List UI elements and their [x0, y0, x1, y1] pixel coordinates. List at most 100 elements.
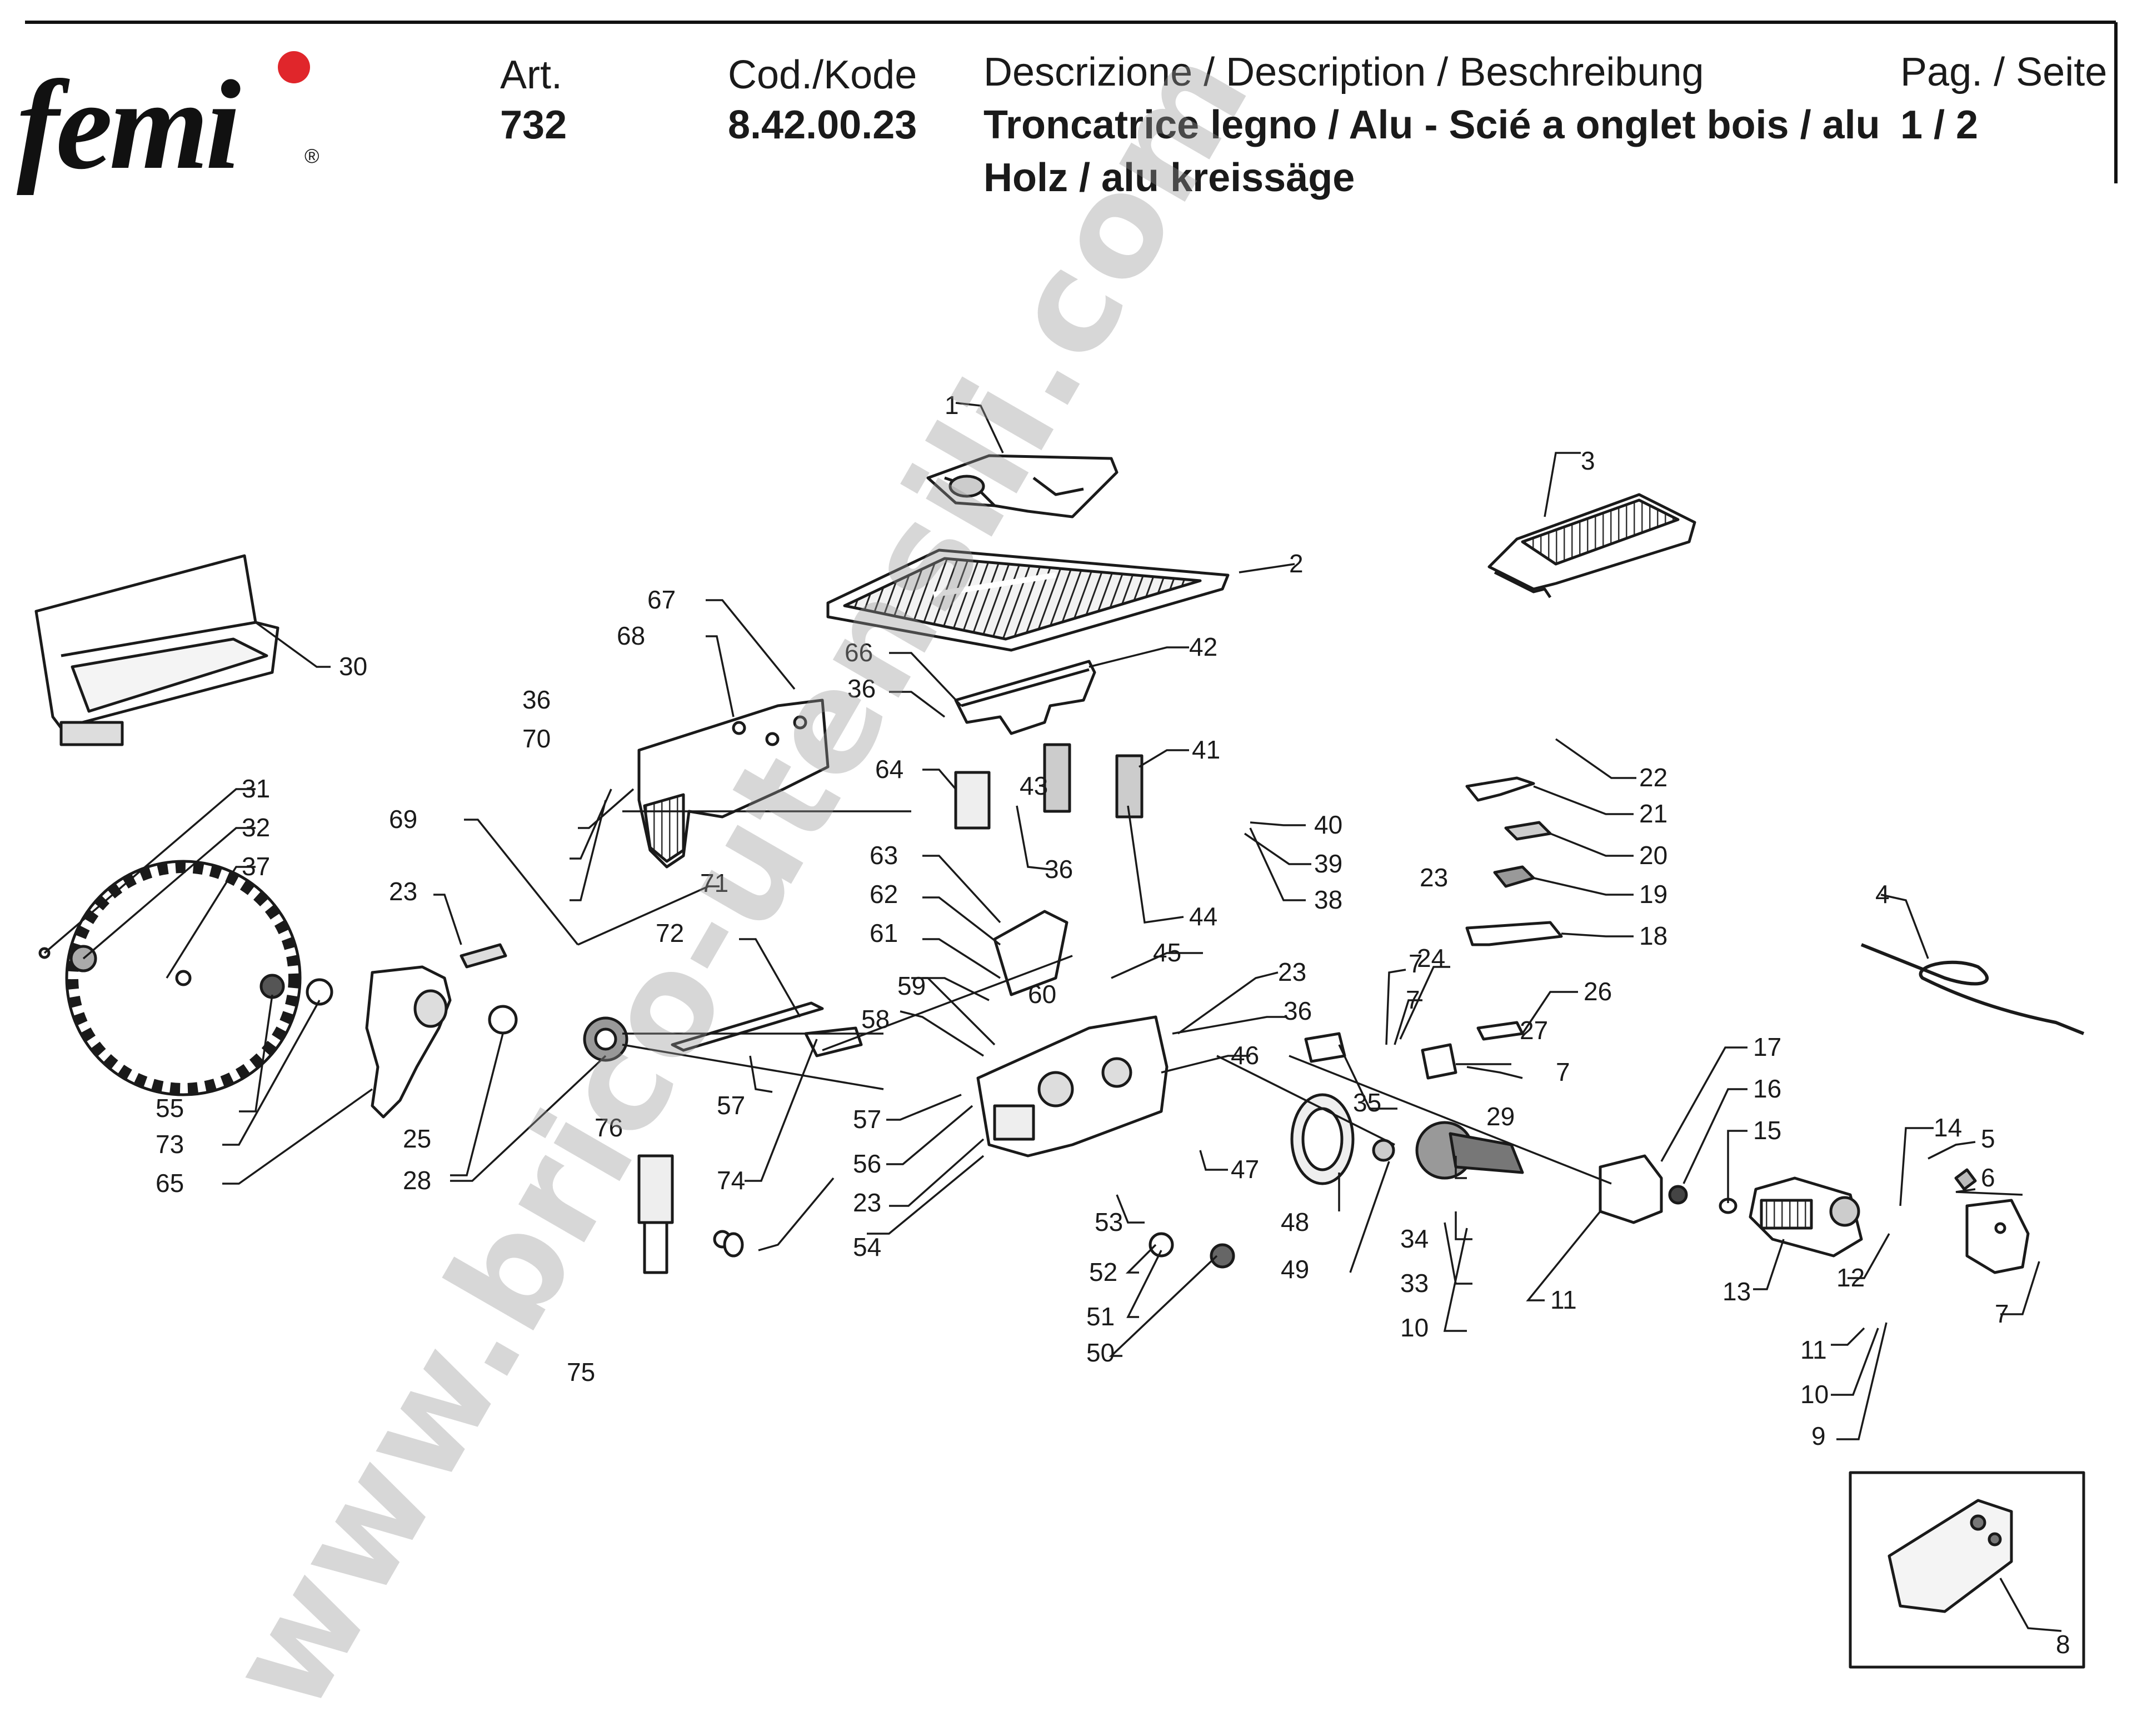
callout-73: 73 — [156, 1130, 184, 1159]
callout-35: 35 — [1353, 1088, 1381, 1117]
callout-39: 39 — [1314, 849, 1342, 878]
callout-71: 71 — [700, 869, 728, 897]
part-table-top — [826, 548, 1230, 652]
callout-7: 7 — [1409, 949, 1423, 978]
part-motor-cover-detail — [1888, 1499, 2013, 1613]
callout-23: 23 — [853, 1188, 881, 1217]
registered-mark: ® — [304, 144, 319, 167]
callout-41: 41 — [1192, 735, 1220, 764]
callout-8: 8 — [2056, 1630, 2070, 1659]
callout-33: 33 — [1400, 1269, 1429, 1298]
callout-56: 56 — [853, 1149, 881, 1178]
part-plate — [993, 910, 1068, 996]
part-gear — [583, 1016, 628, 1062]
callout-25: 25 — [403, 1124, 431, 1153]
callout-34: 34 — [1400, 1224, 1429, 1253]
description-line-1: Troncatrice legno / Alu - Scié a onglet … — [983, 103, 1880, 147]
callout-55: 55 — [156, 1094, 184, 1123]
callout-28: 28 — [403, 1166, 431, 1195]
callout-27: 27 — [1520, 1016, 1548, 1045]
part-motor-housing — [637, 699, 830, 869]
part-washer-25 — [488, 1005, 518, 1035]
part-blade-guard-top — [926, 454, 1119, 518]
callout-42: 42 — [1189, 632, 1217, 661]
callout-51: 51 — [1086, 1302, 1115, 1331]
callout-3: 3 — [1581, 446, 1595, 475]
part-rip-fence — [1487, 493, 1696, 598]
part-29 — [1421, 1043, 1457, 1080]
callout-36: 36 — [1045, 855, 1073, 884]
callout-17: 17 — [1753, 1032, 1781, 1061]
detail-box — [1849, 1471, 2085, 1669]
header-frame — [25, 21, 2118, 183]
callout-72: 72 — [656, 919, 684, 947]
callout-54: 54 — [853, 1233, 881, 1261]
callout-7: 7 — [1406, 985, 1420, 1014]
code-value: 8.42.00.23 — [728, 103, 917, 147]
part-washer-73 — [306, 978, 333, 1006]
callout-57: 57 — [853, 1105, 881, 1134]
callout-9: 9 — [1811, 1421, 1826, 1450]
callout-66: 66 — [845, 638, 873, 667]
art-label: Art. — [500, 53, 563, 97]
callout-21: 21 — [1639, 799, 1667, 828]
callout-75: 75 — [567, 1358, 595, 1386]
description-line-2: Holz / alu kreissäge — [983, 156, 1355, 200]
part-nut-50 — [1210, 1243, 1235, 1269]
femi-logo: femi — [17, 54, 241, 196]
callout-6: 6 — [1981, 1163, 1995, 1192]
part-armature — [1415, 1121, 1524, 1180]
callout-49: 49 — [1281, 1255, 1309, 1284]
callout-5: 5 — [1981, 1124, 1995, 1153]
callout-19: 19 — [1639, 880, 1667, 909]
callout-36: 36 — [522, 685, 551, 714]
part-rod — [671, 1001, 824, 1052]
callout-14: 14 — [1934, 1113, 1962, 1142]
part-27 — [1476, 1021, 1524, 1041]
art-value: 732 — [500, 103, 567, 147]
callout-61: 61 — [870, 919, 898, 947]
callout-48: 48 — [1281, 1208, 1309, 1236]
page-label: Pag. / Seite — [1900, 50, 2108, 94]
callout-44: 44 — [1189, 902, 1217, 931]
callout-7: 7 — [1556, 1057, 1570, 1086]
part-stator — [1749, 1176, 1863, 1258]
callout-23: 23 — [1278, 957, 1306, 986]
part-handle-19 — [1493, 865, 1535, 888]
callout-37: 37 — [242, 852, 270, 881]
part-brush-5 — [1954, 1168, 1977, 1191]
description-label: Descrizione / Description / Beschreibung — [983, 50, 1704, 94]
callout-20: 20 — [1639, 841, 1667, 870]
part-35 — [1304, 1032, 1346, 1063]
part-lower-guard — [365, 965, 452, 1119]
callout-2: 2 — [1289, 549, 1304, 578]
callout-52: 52 — [1089, 1258, 1117, 1286]
callout-60: 60 — [1028, 980, 1056, 1009]
logo-red-dot — [278, 51, 310, 83]
part-spindle — [460, 943, 507, 969]
callout-63: 63 — [870, 841, 898, 870]
part-bearing-55 — [259, 974, 285, 999]
part-washer-75 — [723, 1232, 744, 1258]
leader-lines — [43, 402, 2062, 1632]
part-lever — [804, 1026, 863, 1057]
callout-36: 36 — [1284, 996, 1312, 1025]
part-clamp-left — [1043, 743, 1071, 813]
callout-18: 18 — [1639, 921, 1667, 950]
callout-11: 11 — [1800, 1335, 1827, 1364]
callout-50: 50 — [1086, 1338, 1115, 1367]
callout-64: 64 — [875, 755, 903, 784]
part-washer-49 — [1372, 1139, 1395, 1162]
callout-43: 43 — [1020, 771, 1048, 800]
callout-23: 23 — [389, 877, 417, 906]
part-saw-blade — [65, 860, 302, 1096]
part-handle-21 — [1465, 776, 1535, 802]
part-end-cap — [1965, 1199, 2030, 1274]
callout-1: 1 — [945, 391, 959, 420]
callout-31: 31 — [242, 774, 270, 803]
part-block — [954, 771, 991, 830]
part-brush-holder — [1599, 1154, 1663, 1224]
exploded-parts-diagram: 1 2 3 4 5 6 7 7 7 7 8 9 10 10 11 11 12 1… — [25, 21, 2118, 1669]
part-washer-51 — [1149, 1232, 1174, 1258]
callout-36: 36 — [847, 674, 876, 703]
